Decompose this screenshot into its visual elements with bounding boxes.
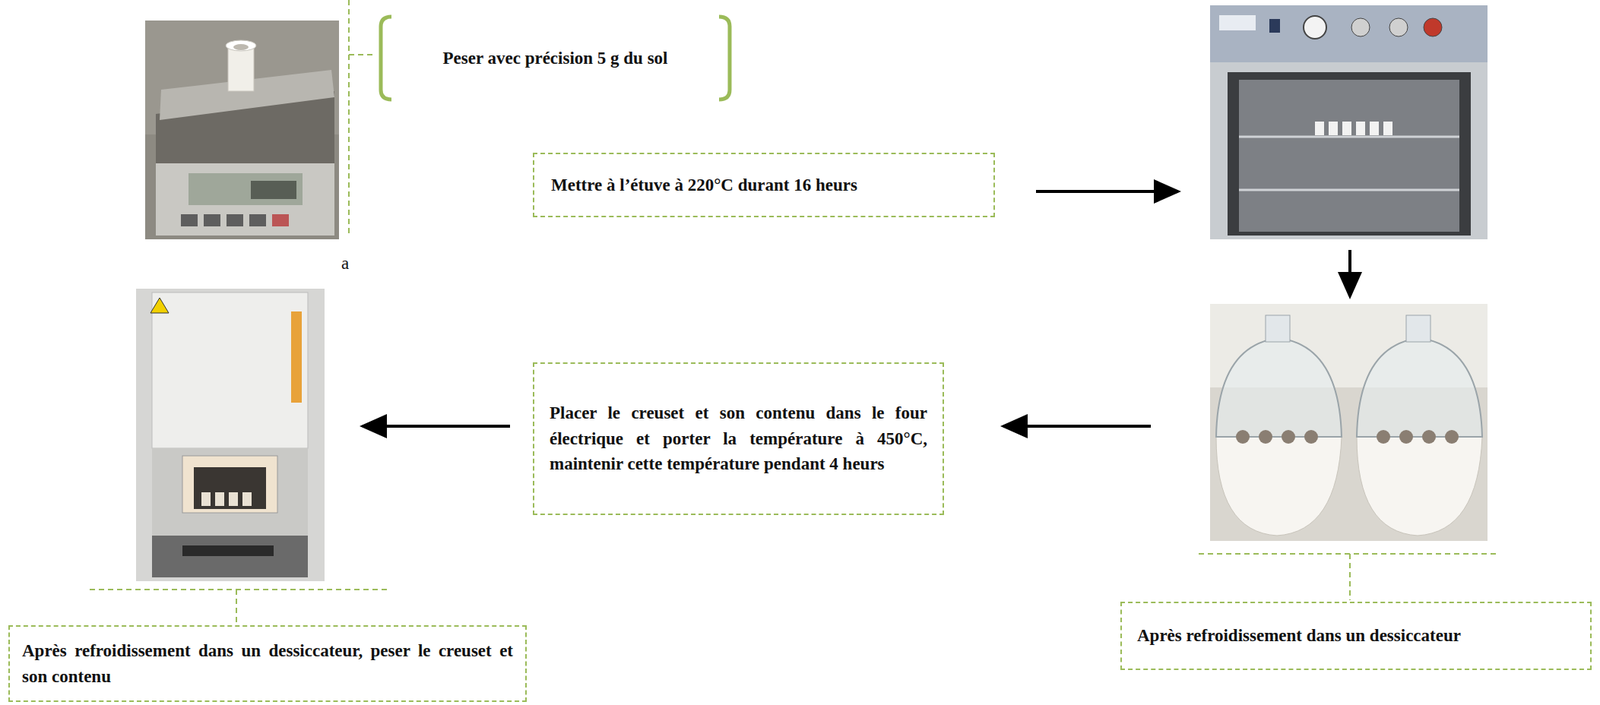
step-text: Placer le creuset et son contenu dans le… bbox=[549, 400, 928, 477]
balance-photo bbox=[145, 20, 340, 240]
step-box: Après refroidissement dans un dessiccate… bbox=[8, 625, 527, 703]
leader-line bbox=[89, 0, 1500, 625]
figure-label: a bbox=[341, 253, 349, 274]
step-text: Après refroidissement dans un dessiccate… bbox=[1137, 623, 1575, 649]
step-text: Peser avec précision 5 g du sol bbox=[394, 45, 717, 71]
step-box: Mettre à l’étuve à 220°C durant 16 heurs bbox=[532, 152, 995, 218]
step-text: Après refroidissement dans un dessiccate… bbox=[22, 638, 514, 690]
step-text: Mettre à l’étuve à 220°C durant 16 heurs bbox=[551, 172, 977, 198]
step-box: Placer le creuset et son contenu dans le… bbox=[532, 362, 945, 516]
furnace-photo bbox=[136, 288, 325, 582]
step-box: Après refroidissement dans un dessiccate… bbox=[1120, 601, 1592, 671]
step-bracket: Peser avec précision 5 g du sol bbox=[377, 14, 733, 102]
oven-photo bbox=[1210, 5, 1488, 240]
desiccator-photo bbox=[1210, 304, 1488, 542]
